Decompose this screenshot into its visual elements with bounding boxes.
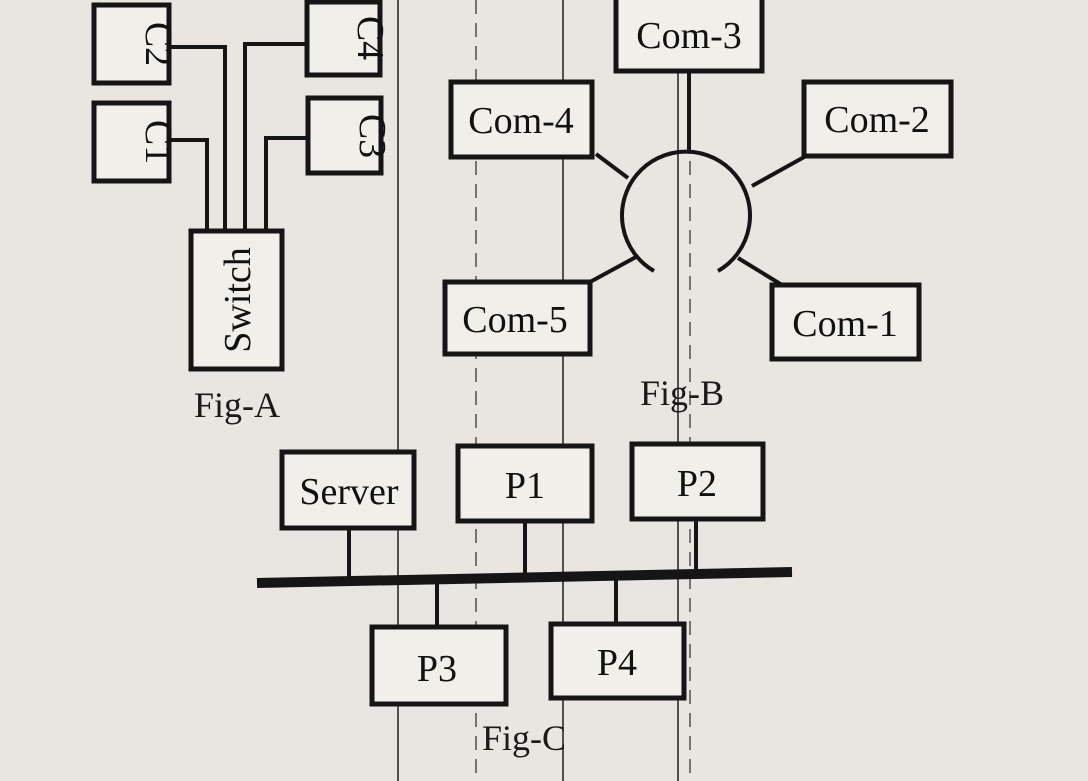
- link-c1-switch: [168, 138, 209, 232]
- node-c2-label: C2: [137, 22, 179, 66]
- node-server[interactable]: Server: [279, 449, 417, 531]
- node-c3-label: C3: [351, 114, 393, 158]
- link-com5-ring: [589, 255, 637, 284]
- fig-b-caption: Fig-B: [640, 373, 724, 413]
- node-com-4-label: Com-4: [468, 100, 574, 142]
- link-com2-ring: [751, 154, 807, 188]
- switch-label: Switch: [217, 247, 259, 353]
- node-p2-label: P2: [677, 463, 717, 505]
- node-p1-label: P1: [505, 465, 545, 507]
- node-com-4[interactable]: Com-4: [448, 79, 595, 160]
- node-p2[interactable]: P2: [629, 441, 766, 522]
- link-c3-switch: [264, 136, 309, 232]
- node-c4-label: C4: [349, 16, 391, 60]
- link-com4-ring: [594, 152, 630, 180]
- link-c2-switch: [170, 45, 227, 232]
- node-com-2-label: Com-2: [824, 99, 930, 141]
- node-com-2[interactable]: Com-2: [801, 79, 954, 159]
- node-p4[interactable]: P4: [548, 621, 687, 701]
- fig-a-caption: Fig-A: [194, 385, 280, 425]
- node-c1-label: C1: [137, 120, 179, 164]
- link-com1-ring: [736, 256, 784, 287]
- node-server-label: Server: [299, 471, 399, 513]
- ring: [620, 149, 752, 273]
- node-c4[interactable]: C4: [304, 0, 391, 78]
- switch-node[interactable]: Switch: [188, 228, 285, 372]
- fig-c: Server P1 P2 P3 P4 Fig-C: [256, 441, 793, 758]
- node-com-1[interactable]: Com-1: [769, 282, 922, 362]
- node-c3[interactable]: C3: [305, 95, 393, 176]
- node-p3-label: P3: [417, 648, 457, 690]
- node-com-3[interactable]: Com-3: [613, 0, 765, 74]
- node-com-1-label: Com-1: [792, 303, 898, 345]
- node-com-5-label: Com-5: [462, 299, 568, 341]
- link-c4-switch: [243, 42, 309, 232]
- node-p1[interactable]: P1: [455, 443, 595, 524]
- node-p4-label: P4: [597, 642, 637, 684]
- node-c1[interactable]: C1: [91, 100, 179, 184]
- node-com-3-label: Com-3: [636, 15, 742, 57]
- fig-a: C2 C1 C4 C3 Switch Fig-A: [91, 0, 393, 425]
- fig-b: Com-3 Com-4 Com-2 Com-5 Com-1 Fig-B: [442, 0, 954, 413]
- node-p3[interactable]: P3: [369, 624, 509, 707]
- node-com-5[interactable]: Com-5: [442, 279, 593, 357]
- node-c2[interactable]: C2: [91, 2, 179, 86]
- fig-c-caption: Fig-C: [482, 718, 566, 758]
